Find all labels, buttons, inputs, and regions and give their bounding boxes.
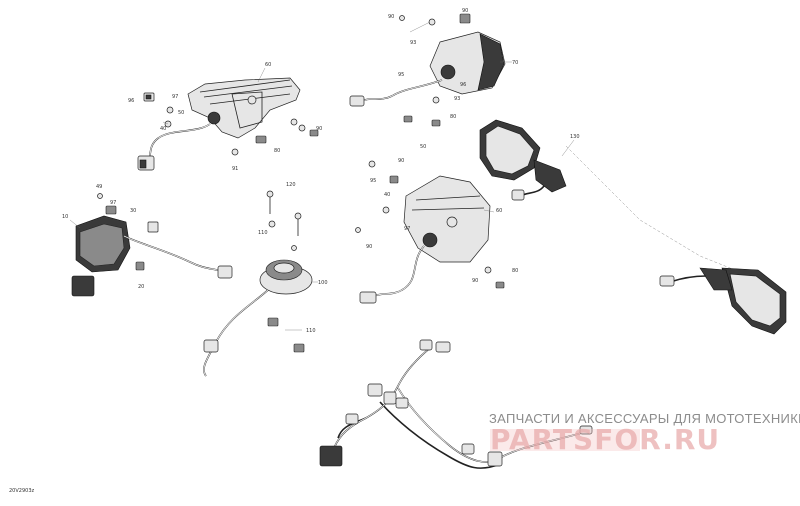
watermark-tagline: ЗАПЧАСТИ И АКСЕССУАРЫ ДЛЯ МОТОТЕХНИКИ: [489, 411, 800, 426]
callout-tc-93b: 93: [454, 96, 460, 102]
callout-tl-40: 40: [160, 126, 166, 132]
callout-m-40: 40: [384, 192, 390, 198]
callout-tl-60: 60: [265, 62, 271, 68]
callout-m-90b: 90: [366, 244, 372, 250]
callout-l-49: 49: [96, 184, 102, 190]
callout-m-80: 80: [512, 268, 518, 274]
callout-tl-50: 50: [178, 110, 184, 116]
callout-l-97: 97: [110, 200, 116, 206]
callout-tl-91: 91: [232, 166, 238, 172]
callout-tc-90b: 90: [462, 8, 468, 14]
callout-m-97: 97: [404, 226, 410, 232]
callout-c-110b: 110: [306, 328, 316, 334]
callout-tl-97: 97: [172, 94, 178, 100]
callout-c-100: 100: [318, 280, 328, 286]
left-turn-signal-assembly: [69, 193, 233, 297]
horn-assembly: [203, 190, 318, 377]
callout-m-60: 60: [496, 208, 502, 214]
callout-c-110: 110: [258, 230, 268, 236]
headlight-left-assembly: [137, 67, 301, 171]
wiring-harness: [319, 339, 593, 469]
taillight-top-assembly: [349, 13, 512, 127]
callout-r-130: 130: [570, 134, 580, 140]
callout-tc-70: 70: [512, 60, 518, 66]
rear-light-middle-assembly: [355, 160, 505, 304]
callout-tl-90: 90: [316, 126, 322, 132]
svg-text:PARTSFOR.RU: PARTSFOR.RU: [490, 423, 720, 456]
callout-tc-95: 95: [398, 72, 404, 78]
callout-tc-50: 50: [420, 144, 426, 150]
callout-m-95: 95: [370, 178, 376, 184]
callout-l-30: 30: [130, 208, 136, 214]
callout-l-10: 10: [62, 214, 68, 220]
callout-tl-96: 96: [128, 98, 134, 104]
callout-tc-93: 93: [410, 40, 416, 46]
top-left-hardware: [290, 118, 319, 137]
callout-l-20: 20: [138, 284, 144, 290]
callout-c-120: 120: [286, 182, 296, 188]
right-turn-signal-assembly: [479, 119, 787, 335]
watermark-logo-graphic: PARTSFOR.RU: [490, 423, 720, 456]
drawing-code: 20V2903z: [9, 488, 35, 494]
callout-tl-80: 80: [274, 148, 280, 154]
callout-m-90c: 90: [472, 278, 478, 284]
callout-tc-90a: 90: [388, 14, 394, 20]
callout-m-90: 90: [398, 158, 404, 164]
callout-tc-80: 80: [450, 114, 456, 120]
callout-tc-96: 96: [460, 82, 466, 88]
